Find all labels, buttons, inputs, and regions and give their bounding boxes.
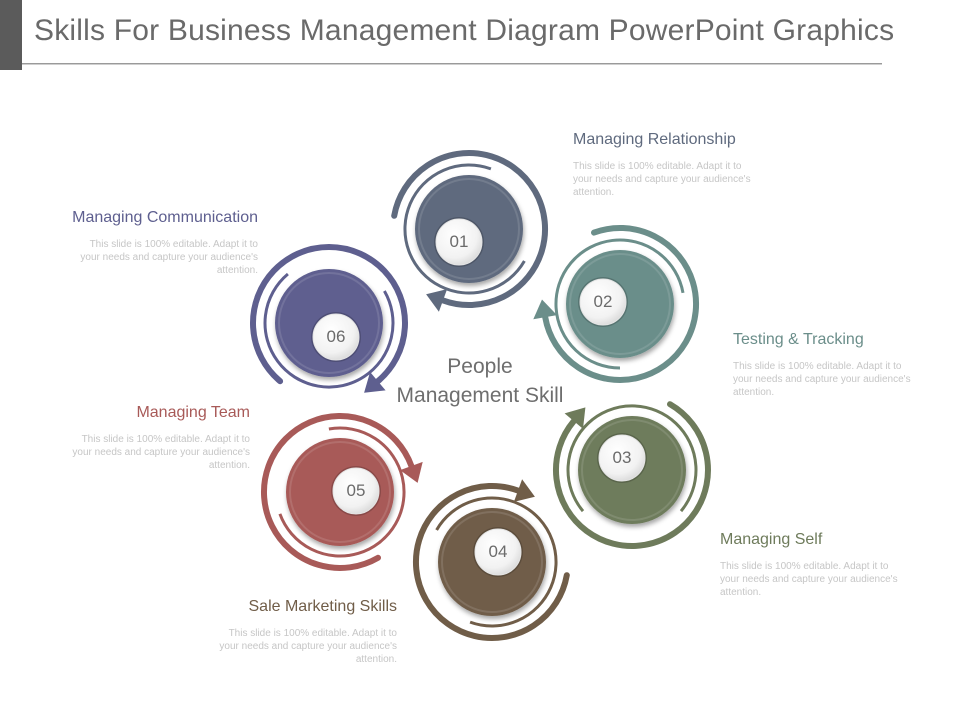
inner-ring: [278, 426, 406, 558]
number-chip: [474, 528, 522, 576]
step-node-2: [533, 225, 699, 383]
node-highlight: [581, 419, 683, 521]
number-chip: [579, 278, 627, 326]
label-description: This slide is 100% editable. Adapt it to…: [733, 361, 911, 398]
label-title: Managing Communication: [72, 209, 258, 226]
node-highlight: [569, 253, 671, 355]
swirl-arc: [391, 150, 548, 308]
label-description: This slide is 100% editable. Adapt it to…: [80, 239, 258, 276]
swirl-arc: [553, 401, 711, 549]
inner-ring: [554, 238, 685, 370]
label-description: This slide is 100% editable. Adapt it to…: [573, 161, 751, 198]
page-title: Skills For Business Management Diagram P…: [34, 14, 895, 47]
arrowhead-icon: [564, 407, 586, 429]
number-chip: [332, 467, 380, 515]
label-title: Testing & Tracking: [733, 331, 864, 348]
swirl-arc: [542, 225, 699, 383]
number-chip: [598, 434, 646, 482]
step-number-6: 06: [326, 327, 346, 346]
title-divider: [22, 63, 882, 65]
node-highlight: [441, 511, 543, 613]
step-node-6: [250, 244, 408, 393]
arrowhead-icon: [533, 299, 557, 320]
label-testing-tracking: Testing & Tracking This slide is 100% ed…: [733, 330, 933, 399]
center-label: People Management Skill: [396, 355, 564, 407]
label-title: Managing Team: [136, 404, 250, 421]
swirl-arc: [413, 483, 570, 641]
label-managing-self: Managing Self This slide is 100% editabl…: [720, 530, 920, 599]
number-chip: [312, 313, 360, 361]
arrowhead-icon: [364, 372, 386, 393]
step-number-4: 04: [488, 542, 508, 561]
step-node-1: [391, 150, 548, 312]
inner-ring: [403, 163, 526, 295]
label-title: Sale Marketing Skills: [248, 598, 398, 615]
label-sale-marketing-skills: Sale Marketing Skills This slide is 100%…: [197, 597, 397, 666]
label-description: This slide is 100% editable. Adapt it to…: [72, 434, 250, 471]
arrowhead-icon: [513, 479, 535, 502]
swirl-arc: [261, 412, 415, 571]
arrowhead-icon: [426, 289, 448, 312]
step-number-2: 02: [593, 292, 613, 311]
label-title: Managing Relationship: [573, 131, 736, 148]
step-number-3: 03: [612, 448, 632, 467]
label-managing-relationship: Managing Relationship This slide is 100%…: [573, 130, 773, 199]
inner-ring: [263, 272, 395, 389]
step-number-1: 01: [449, 232, 469, 251]
step-node-3: [553, 401, 711, 549]
swirl-arc: [250, 244, 408, 385]
node-highlight: [418, 178, 520, 280]
step-node-5: [261, 412, 423, 571]
node-highlight: [278, 272, 380, 374]
label-description: This slide is 100% editable. Adapt it to…: [720, 561, 898, 598]
step-number-5: 05: [346, 481, 366, 500]
node-highlight: [289, 441, 391, 543]
number-chip: [435, 218, 483, 266]
arrowhead-icon: [400, 461, 423, 483]
label-description: This slide is 100% editable. Adapt it to…: [219, 628, 397, 665]
label-title: Managing Self: [720, 531, 823, 548]
inner-ring: [435, 496, 558, 628]
step-node-4: [413, 479, 570, 641]
label-managing-communication: Managing Communication This slide is 100…: [58, 208, 258, 277]
title-accent-bar: [0, 0, 22, 70]
inner-ring: [566, 404, 698, 513]
label-managing-team: Managing Team This slide is 100% editabl…: [50, 403, 250, 472]
